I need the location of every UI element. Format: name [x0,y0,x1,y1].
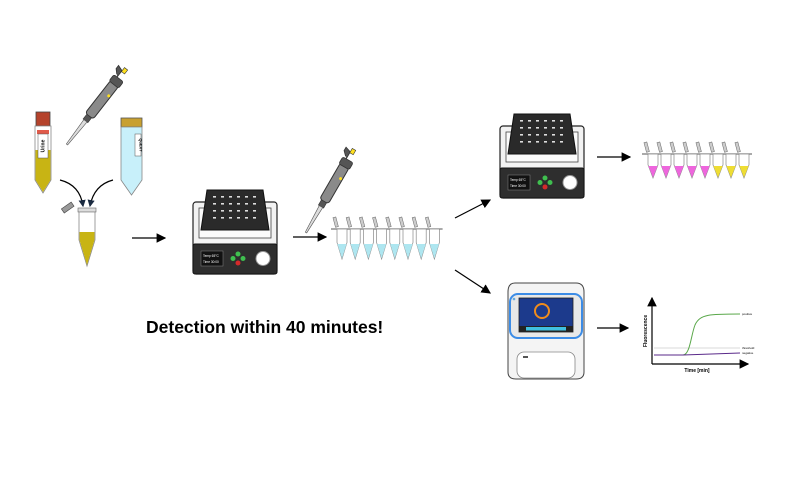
well [544,141,547,143]
well [536,134,539,136]
well [237,210,240,212]
well [528,134,531,136]
well [544,134,547,136]
well [221,203,224,205]
pcr-tube [669,141,685,179]
well [229,203,232,205]
well [221,210,224,212]
well [552,127,555,129]
well [245,203,248,205]
well [560,120,563,122]
reaction-tube-strip [331,216,443,261]
pcr-tube [721,141,737,179]
buffer-label: QuEXT [139,138,144,152]
well [253,196,256,198]
well [560,127,563,129]
merge-arrow-left [59,179,86,208]
well [560,134,563,136]
well [237,196,240,198]
pcr-tube [682,141,698,179]
merge-arrow-right [87,179,114,208]
positive-curve [654,313,741,356]
well [245,210,248,212]
well [253,210,256,212]
x-axis-label: Time [min] [684,368,710,374]
well [544,120,547,122]
pcr-tube [695,141,711,179]
pcr-tube [332,216,348,261]
display-time: Time 30:00 [510,184,526,188]
arrow-to-qpcr [454,269,492,294]
display-temp: Temp 65°C [510,178,526,182]
pcr-tube [385,216,401,261]
well [221,196,224,198]
well [552,134,555,136]
well [229,210,232,212]
well [237,203,240,205]
well [552,141,555,143]
pcr-tube [734,141,750,179]
well [552,120,555,122]
negative-curve [654,352,741,356]
result-tube-strip [642,141,752,179]
pcr-tube [398,216,414,261]
mixed-sample-tube [60,201,97,268]
pcr-tube [372,216,387,261]
pcr-tube [708,141,724,179]
well [245,217,248,219]
negative-label: negative [742,351,754,355]
well [536,127,539,129]
well [253,217,256,219]
well [237,217,240,219]
urine-tube: Urine [34,111,52,194]
buffer-tube: QuEXT [120,117,144,196]
well [520,127,523,129]
well [221,217,224,219]
well [528,141,531,143]
positive-label: positive [742,312,753,316]
urine-label: Urine [41,139,47,152]
pipette-icon [60,63,132,149]
well [520,141,523,143]
pcr-tube [643,141,659,179]
well [213,203,216,205]
y-axis-label: Fluorescence [643,315,649,347]
well [253,203,256,205]
display-temp: Temp 65°C [203,254,219,258]
qpcr-machine [507,282,585,380]
headline: Detection within 40 minutes! [146,317,384,337]
well [229,196,232,198]
heat-block-1: Temp 65°C Time 30:00 [192,189,278,275]
well [213,196,216,198]
well [536,120,539,122]
pcr-tube [425,216,440,261]
well [213,210,216,212]
well [544,127,547,129]
well [560,141,563,143]
well [528,120,531,122]
well [536,141,539,143]
well [213,217,216,219]
amplification-chart: positive threshold negative Fluorescence… [643,296,755,374]
well [520,134,523,136]
well [528,127,531,129]
pcr-tube [359,216,374,261]
pcr-tube [411,216,427,261]
arrow-to-heat-block [454,199,492,219]
pcr-tube [656,141,672,179]
well [520,120,523,122]
well [245,196,248,198]
heat-block-2: Temp 65°C Time 30:00 [499,113,585,199]
pcr-tube [345,216,361,261]
well [229,217,232,219]
display-time: Time 30:00 [203,260,219,264]
threshold-label: threshold [742,346,755,350]
